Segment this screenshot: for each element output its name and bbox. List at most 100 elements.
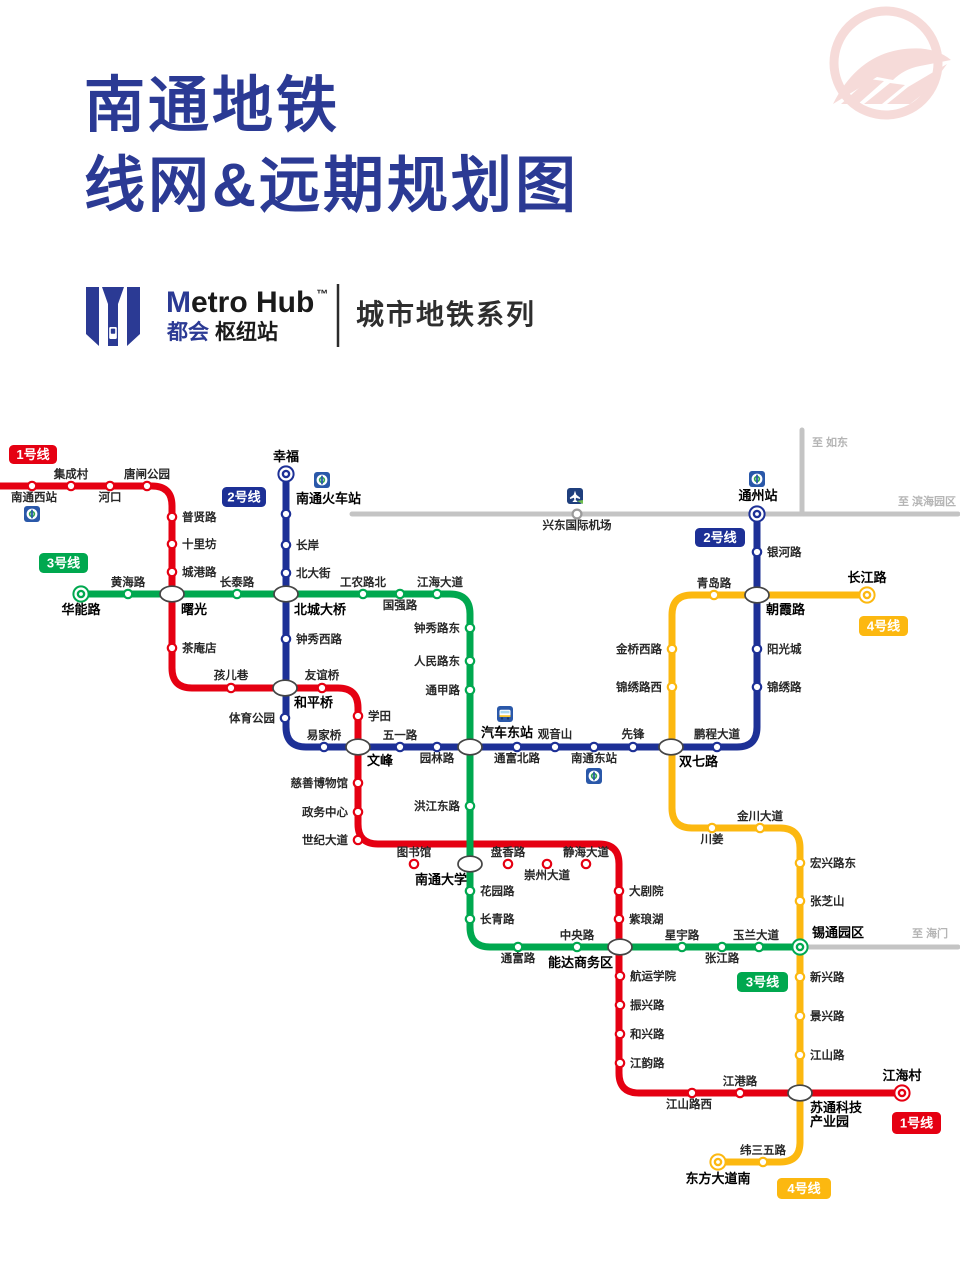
station-label: 国强路 <box>383 598 418 612</box>
station-和兴路: 和兴路 <box>614 1027 665 1041</box>
station-marker <box>580 858 592 870</box>
station-marker <box>280 539 292 551</box>
station-marker <box>686 1087 698 1099</box>
station-label: 政务中心 <box>302 805 348 819</box>
station-川姜: 川姜 <box>700 822 724 846</box>
station-长岸: 长岸 <box>280 538 319 552</box>
station-园林路: 园林路 <box>420 741 455 765</box>
station-marker <box>751 643 763 655</box>
station-marker <box>502 858 514 870</box>
station-marker <box>614 970 626 982</box>
station-marker <box>166 642 178 654</box>
station-label: 华能路 <box>61 602 101 617</box>
station-纬三五路: 纬三五路 <box>740 1143 786 1168</box>
station-盘香路: 盘香路 <box>491 845 526 870</box>
station-label: 兴东国际机场 <box>543 518 612 532</box>
station-label: 通甲路 <box>426 683 461 697</box>
line-badge-4号线: 4号线 <box>859 616 908 636</box>
station-南通大学: 南通大学 <box>415 855 483 887</box>
station-双七路: 双七路 <box>658 738 719 769</box>
plane-station-icon <box>567 488 583 504</box>
station-marker <box>141 480 153 492</box>
station-marker <box>352 777 364 789</box>
station-label: 中央路 <box>560 928 595 942</box>
station-先锋: 先锋 <box>622 727 645 753</box>
station-label: 张江路 <box>705 951 740 965</box>
station-label: 孩儿巷 <box>214 668 249 682</box>
direction-note: 至 如东 <box>812 435 848 449</box>
station-label: 和兴路 <box>630 1027 665 1041</box>
station-marker <box>65 480 77 492</box>
rail-station-icon <box>24 506 40 522</box>
station-长泰路: 长泰路 <box>220 575 255 600</box>
station-marker <box>757 1156 769 1168</box>
station-集成村: 集成村 <box>53 467 89 492</box>
metro-line3-path <box>77 590 804 951</box>
station-金川大道: 金川大道 <box>736 809 783 834</box>
station-label: 江韵路 <box>630 1056 665 1070</box>
station-marker <box>614 1057 626 1069</box>
station-label: 人民路东 <box>414 654 460 668</box>
station-marker <box>431 588 443 600</box>
station-label: 五一路 <box>383 728 418 742</box>
station-label: 长岸 <box>296 538 319 552</box>
metro-line4-path <box>668 591 871 1166</box>
station-label: 长青路 <box>480 912 515 926</box>
station-marker <box>394 741 406 753</box>
station-张江路: 张江路 <box>705 941 740 965</box>
station-江港路: 江港路 <box>723 1074 758 1099</box>
station-label: 茶庵店 <box>181 641 217 655</box>
station-label: 北大街 <box>296 566 331 580</box>
line-badge-label: 4号线 <box>787 1181 820 1196</box>
station-marker <box>464 684 476 696</box>
station-marker <box>225 682 237 694</box>
station-label: 江海村 <box>882 1068 921 1083</box>
terminus-marker-inner <box>752 509 762 519</box>
station-marker <box>754 822 766 834</box>
station-友谊桥: 友谊桥 <box>305 668 340 694</box>
station-洪江东路: 洪江东路 <box>414 799 476 813</box>
station-marker <box>706 822 718 834</box>
station-北大街: 北大街 <box>280 566 331 580</box>
line-badge-2号线: 2号线 <box>695 528 745 547</box>
direction-note: 至 海门 <box>912 926 948 940</box>
rail-station-icon <box>314 472 330 488</box>
station-marker <box>751 681 763 693</box>
station-锦绣路: 锦绣路 <box>751 680 802 694</box>
station-label: 唐闸公园 <box>123 467 170 481</box>
station-marker <box>666 681 678 693</box>
station-银河路: 银河路 <box>751 545 802 559</box>
station-marker <box>794 895 806 907</box>
station-label: 长江路 <box>847 570 887 585</box>
station-花园路: 花园路 <box>464 884 515 898</box>
watermark-logo <box>829 6 951 120</box>
terminus-marker-inner <box>897 1088 907 1098</box>
station-label: 锡通园区 <box>812 925 864 940</box>
station-marker <box>676 941 688 953</box>
station-航运学院: 航运学院 <box>614 969 676 983</box>
station-慈善博物馆: 慈善博物馆 <box>291 776 364 790</box>
station-星宇路: 星宇路 <box>665 928 700 953</box>
station-体育公园: 体育公园 <box>229 711 291 725</box>
station-label: 星宇路 <box>665 928 700 942</box>
station-黄海路: 黄海路 <box>111 575 146 600</box>
station-marker <box>104 480 116 492</box>
station-label: 普贤路 <box>182 510 217 524</box>
station-工农路北: 工农路北 <box>340 575 386 600</box>
station-能达商务区: 能达商务区 <box>548 938 633 970</box>
station-label: 城港路 <box>182 565 217 579</box>
station-北城大桥: 北城大桥 <box>273 585 347 617</box>
station-华能路: 华能路 <box>61 585 101 617</box>
station-marker <box>352 710 364 722</box>
line-badge-3号线: 3号线 <box>39 553 88 573</box>
station-marker <box>794 971 806 983</box>
station-marker <box>588 741 600 753</box>
station-marker <box>394 588 406 600</box>
station-marker <box>512 941 524 953</box>
station-鹏程大道: 鹏程大道 <box>694 727 740 753</box>
station-marker <box>122 588 134 600</box>
series-label: 城市地铁系列 <box>356 298 536 330</box>
station-南通东站: 南通东站 <box>571 741 617 765</box>
